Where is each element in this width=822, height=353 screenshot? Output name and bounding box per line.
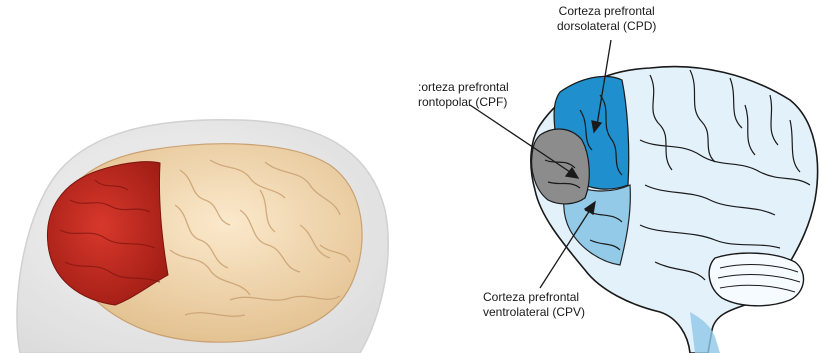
frontopolar-region: [532, 129, 590, 204]
prefrontal-labelled-diagram: [405, 0, 822, 353]
brain-diagram: [405, 0, 822, 353]
label-ventrolateral-line1: Corteza prefrontal: [483, 290, 585, 305]
prefrontal-3d-illustration: [0, 0, 400, 353]
head-brain-render: [0, 0, 400, 353]
label-ventrolateral-line2: ventrolateral (CPV): [483, 305, 585, 320]
label-dorsolateral: Corteza prefrontal dorsolateral (CPD): [557, 4, 656, 34]
label-frontopolar: :orteza prefrontal rontopolar (CPF): [418, 80, 509, 110]
label-dorsolateral-line2: dorsolateral (CPD): [557, 19, 656, 34]
label-frontopolar-line2: rontopolar (CPF): [418, 95, 509, 110]
label-ventrolateral: Corteza prefrontal ventrolateral (CPV): [483, 290, 585, 320]
label-dorsolateral-line1: Corteza prefrontal: [557, 4, 656, 19]
label-frontopolar-line1: :orteza prefrontal: [418, 80, 509, 95]
